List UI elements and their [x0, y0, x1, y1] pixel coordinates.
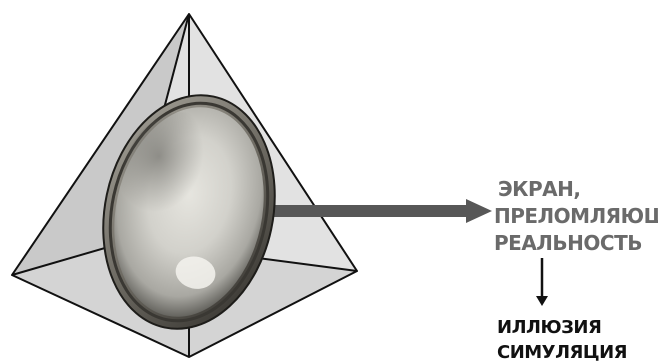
screen-label-line3: РЕАЛЬНОСТЬ [494, 231, 642, 255]
screen-label-line1: ЭКРАН, [498, 177, 581, 201]
result-label: ИЛЛЮЗИЯ СИМУЛЯЦИЯ [497, 317, 627, 362]
result-label-line2: СИМУЛЯЦИЯ [497, 342, 627, 362]
arrow-down-icon [536, 258, 548, 306]
result-label-line1: ИЛЛЮЗИЯ [497, 317, 601, 338]
screen-label-line2: ПРЕЛОМЛЯЮЩИЙ [494, 204, 658, 228]
screen-label: ЭКРАН, ПРЕЛОМЛЯЮЩИЙ РЕАЛЬНОСТЬ [494, 177, 658, 255]
